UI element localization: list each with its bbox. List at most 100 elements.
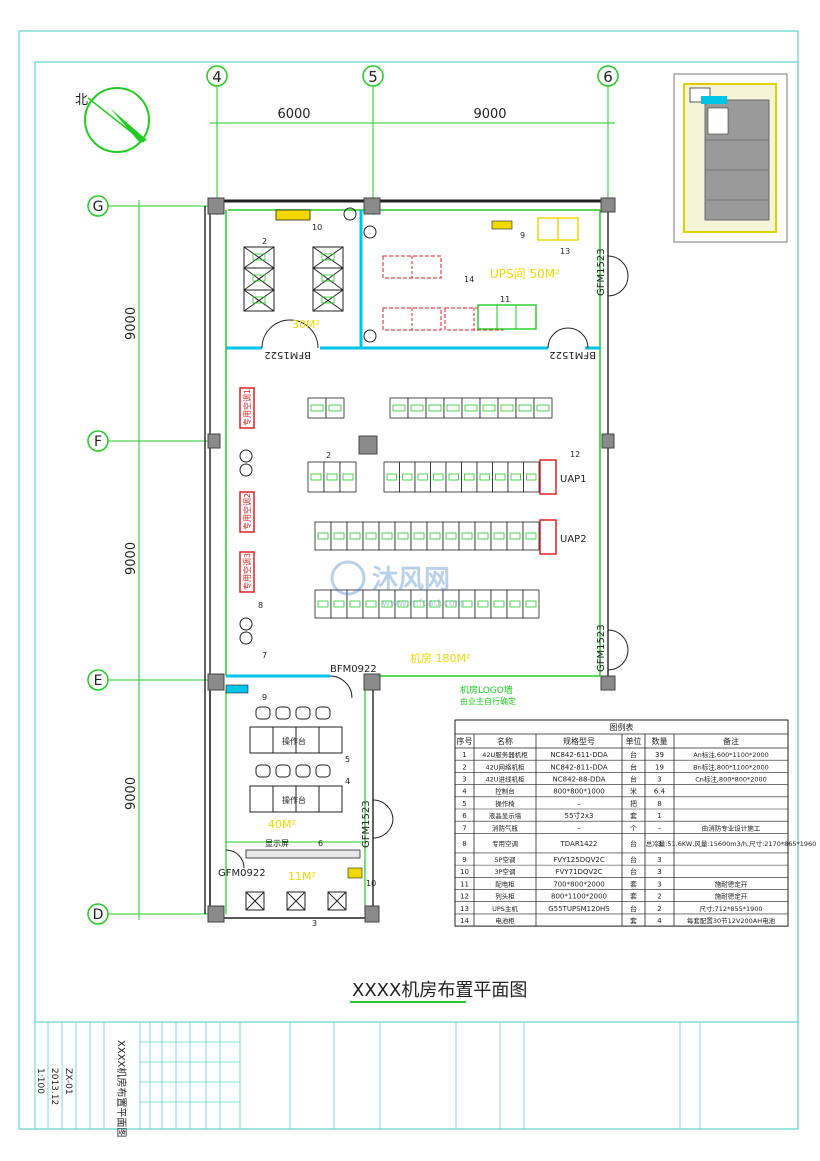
legend-cell: 台 — [630, 750, 637, 759]
legend-cell: 10 — [460, 868, 469, 876]
legend-cell: 6.4 — [654, 788, 666, 796]
legend-cell: 2 — [657, 893, 661, 901]
legend-cell: – — [577, 824, 581, 832]
rack-mark — [386, 473, 397, 481]
room-label-ops: 40M² — [268, 818, 296, 831]
ac-label-1: 专用空调1 — [242, 389, 252, 426]
dim-left-9000-1: 9000 — [124, 307, 139, 340]
rack-mark — [445, 532, 457, 540]
legend-cell: 套 — [630, 892, 637, 901]
rack-mark — [252, 274, 266, 282]
legend-cell: 套 — [630, 811, 637, 820]
axis-col-5: 5 — [368, 68, 378, 86]
axis-row-f: F — [94, 434, 102, 450]
rack-mark — [429, 532, 441, 540]
legend-cell: 列头柜 — [495, 892, 515, 901]
rack-cabinet — [362, 521, 380, 551]
legend-cell: 42U进线机柜 — [485, 775, 525, 784]
rack-cabinet — [414, 461, 431, 493]
axis-col-6: 6 — [603, 68, 613, 86]
legend-cell: 11 — [460, 880, 469, 888]
legend-cell: – — [577, 800, 581, 808]
rack-mark — [317, 600, 329, 608]
rack-mark — [381, 532, 393, 540]
legend-cell: 19 — [655, 763, 664, 771]
ops-desk-label-1: 操作台 — [282, 736, 306, 746]
legend-cell: 3 — [657, 880, 661, 888]
legend-cell: 控制台 — [495, 787, 515, 796]
legend-cell: 总冷量:51.6KW,风量:15600m3/h,尺寸:2170*865*1960 — [646, 839, 817, 848]
room-label-main: 机房 180M² — [410, 651, 470, 665]
rack-mark — [402, 473, 413, 481]
rack-mark — [464, 473, 475, 481]
axis-row-g: G — [93, 199, 104, 215]
callout-number: 3 — [312, 919, 317, 928]
legend-cell: 5P空调 — [494, 855, 515, 864]
rack-mark — [509, 600, 521, 608]
legend-cell: 9 — [462, 856, 466, 864]
rack-mark — [317, 532, 329, 540]
legend-cell: 800*1100*2000 — [551, 893, 607, 901]
legend-cell: 尺寸:712*855*1900 — [699, 904, 762, 913]
legend-cell: 套 — [630, 879, 637, 888]
legend-cell: NC842-811-DDA — [550, 763, 608, 771]
rack-cabinet — [474, 589, 492, 619]
callout-number: 5 — [345, 755, 350, 764]
dim-top-9000: 9000 — [473, 107, 506, 122]
rack-cabinet — [307, 461, 325, 493]
uap2-label: UAP2 — [560, 534, 587, 545]
rack-mark — [413, 532, 425, 540]
legend-cell: 3 — [657, 856, 661, 864]
legend-cell: 3 — [657, 840, 661, 848]
callout-number: 6 — [318, 839, 323, 848]
door-bfm1522-left: BFM1522 — [264, 349, 311, 360]
column-axes — [210, 86, 615, 215]
callout-number: 14 — [464, 275, 474, 284]
dim-left-9000-3: 9000 — [124, 777, 139, 810]
rack-mark — [413, 600, 425, 608]
legend-cell: An标注,600*1100*2000 — [693, 750, 769, 759]
rack-cabinet — [323, 461, 341, 493]
rack-cabinet — [314, 589, 332, 619]
rack-mark — [510, 473, 521, 481]
rack-mark — [326, 473, 338, 481]
rack-mark — [333, 600, 345, 608]
dim-left-9000-2: 9000 — [124, 542, 139, 575]
rack-mark — [482, 404, 496, 412]
title-block: XXXX机房布置平面图 ZX-01 2013.12 1:100 — [34, 1021, 799, 1137]
legend-cell: 3P空调 — [494, 867, 515, 876]
rack-cabinet — [461, 461, 478, 493]
callout-number: 9 — [262, 693, 267, 702]
callout-number: 10 — [312, 223, 322, 232]
door-gfm1523-low: GFM1523 — [361, 800, 372, 848]
title-block-project: XXXX机房布置平面图 — [115, 1040, 128, 1137]
legend-cell: 3 — [657, 868, 661, 876]
title-block-scale: 1:100 — [35, 1068, 45, 1094]
rack-cabinet — [523, 461, 540, 493]
rack-cabinet — [490, 589, 508, 619]
legend-cell: 2 — [657, 905, 661, 913]
ac-label-2: 专用空调2 — [242, 493, 252, 530]
watermark: 沐风网 www.mfcad.com — [330, 560, 465, 609]
title-block-date: 2013.12 — [49, 1068, 59, 1105]
rack-mark — [495, 473, 506, 481]
rack-mark — [321, 253, 335, 261]
key-plan — [673, 73, 788, 243]
rack-mark — [448, 473, 459, 481]
legend-cell: 8 — [657, 800, 661, 808]
rack-mark — [493, 600, 505, 608]
row-bubbles: G F E D 9000 9000 9000 — [87, 195, 139, 925]
rack-cabinet — [399, 461, 416, 493]
rack-cabinet — [330, 521, 348, 551]
rack-mark — [518, 404, 532, 412]
door-labels: BFM1522 BFM1522 GFM1523 GFM1523 GFM1523 … — [218, 248, 607, 879]
callout-number: 2 — [326, 451, 331, 460]
rack-mark — [381, 600, 393, 608]
rack-cabinet — [430, 461, 447, 493]
ac-label-3: 专用空调3 — [242, 553, 252, 590]
legend-header: 备注 — [723, 736, 739, 746]
rack-mark — [321, 296, 335, 304]
legend-cell: 台 — [630, 839, 637, 848]
